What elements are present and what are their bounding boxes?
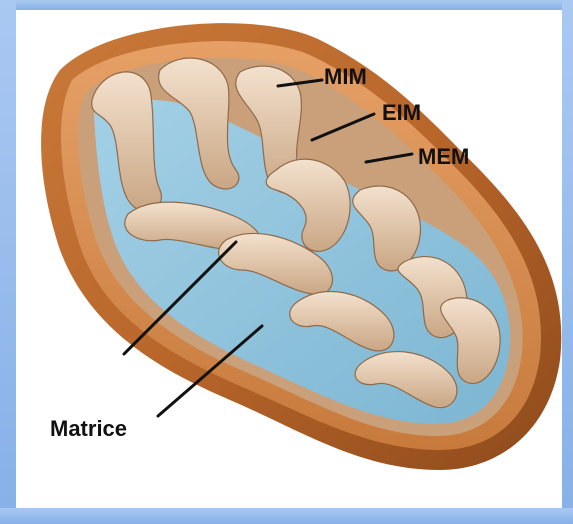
label-mim: MIM — [324, 66, 367, 88]
label-eim: EIM — [382, 102, 421, 124]
label-mem: MEM — [418, 146, 469, 168]
label-matrice: Matrice — [50, 418, 127, 440]
